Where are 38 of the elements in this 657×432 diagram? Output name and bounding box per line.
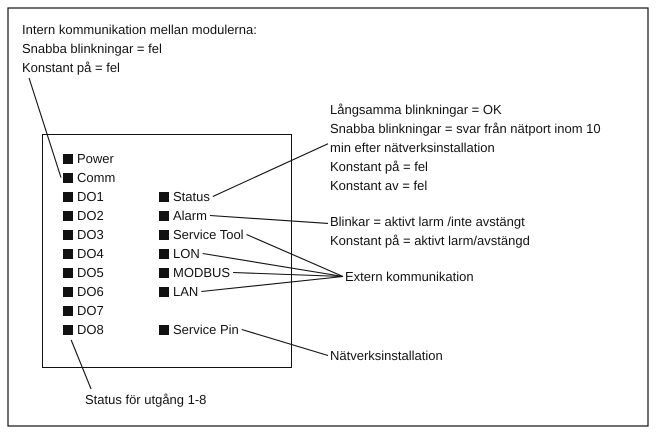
led-label: Comm [77, 169, 116, 187]
led-label: Status [173, 188, 210, 206]
led-label: Service Tool [173, 226, 244, 244]
note-text: Konstant på = aktivt larm/avstängd [330, 232, 530, 250]
note-text: Intern kommunikation mellan modulerna: [22, 21, 257, 39]
led-label: DO7 [77, 302, 104, 320]
note-text: Status för utgång 1-8 [85, 391, 206, 409]
leader-line [212, 143, 328, 197]
leader-line [246, 234, 344, 277]
led-label: LON [173, 245, 200, 263]
note-text: Blinkar = aktivt larm /inte avstängt [330, 213, 526, 231]
led-label: Alarm [173, 207, 207, 225]
led-label: DO5 [77, 264, 104, 282]
led-label: DO8 [77, 321, 104, 339]
leader-line [242, 328, 328, 356]
note-text: Snabba blinkningar = fel [22, 40, 163, 58]
note-text: Konstant på = fel [330, 158, 429, 176]
led-label: Power [77, 150, 114, 168]
note-text: Konstant på = fel [22, 59, 121, 77]
module-panel [42, 134, 292, 368]
led-label: Service Pin [173, 321, 239, 339]
leader-line [28, 78, 62, 178]
note-text: Långsamma blinkningar = OK [330, 101, 503, 119]
led-label: MODBUS [173, 264, 230, 282]
leader-line [70, 340, 92, 390]
leader-line [210, 214, 328, 224]
leader-line [201, 276, 344, 292]
led-label: DO4 [77, 245, 104, 263]
led-label: LAN [173, 283, 198, 301]
note-text: Konstant av = fel [330, 177, 428, 195]
led-label: DO1 [77, 188, 104, 206]
leader-line [202, 252, 344, 278]
led-label: DO2 [77, 207, 104, 225]
led-label: DO3 [77, 226, 104, 244]
note-text: Extern kommunikation [345, 268, 474, 286]
note-text: Nätverksinstallation [330, 347, 443, 365]
led-label: DO6 [77, 283, 104, 301]
note-text: Snabba blinkningar = svar från nätport inom 10 min efter nätverksinstallation [330, 120, 602, 157]
